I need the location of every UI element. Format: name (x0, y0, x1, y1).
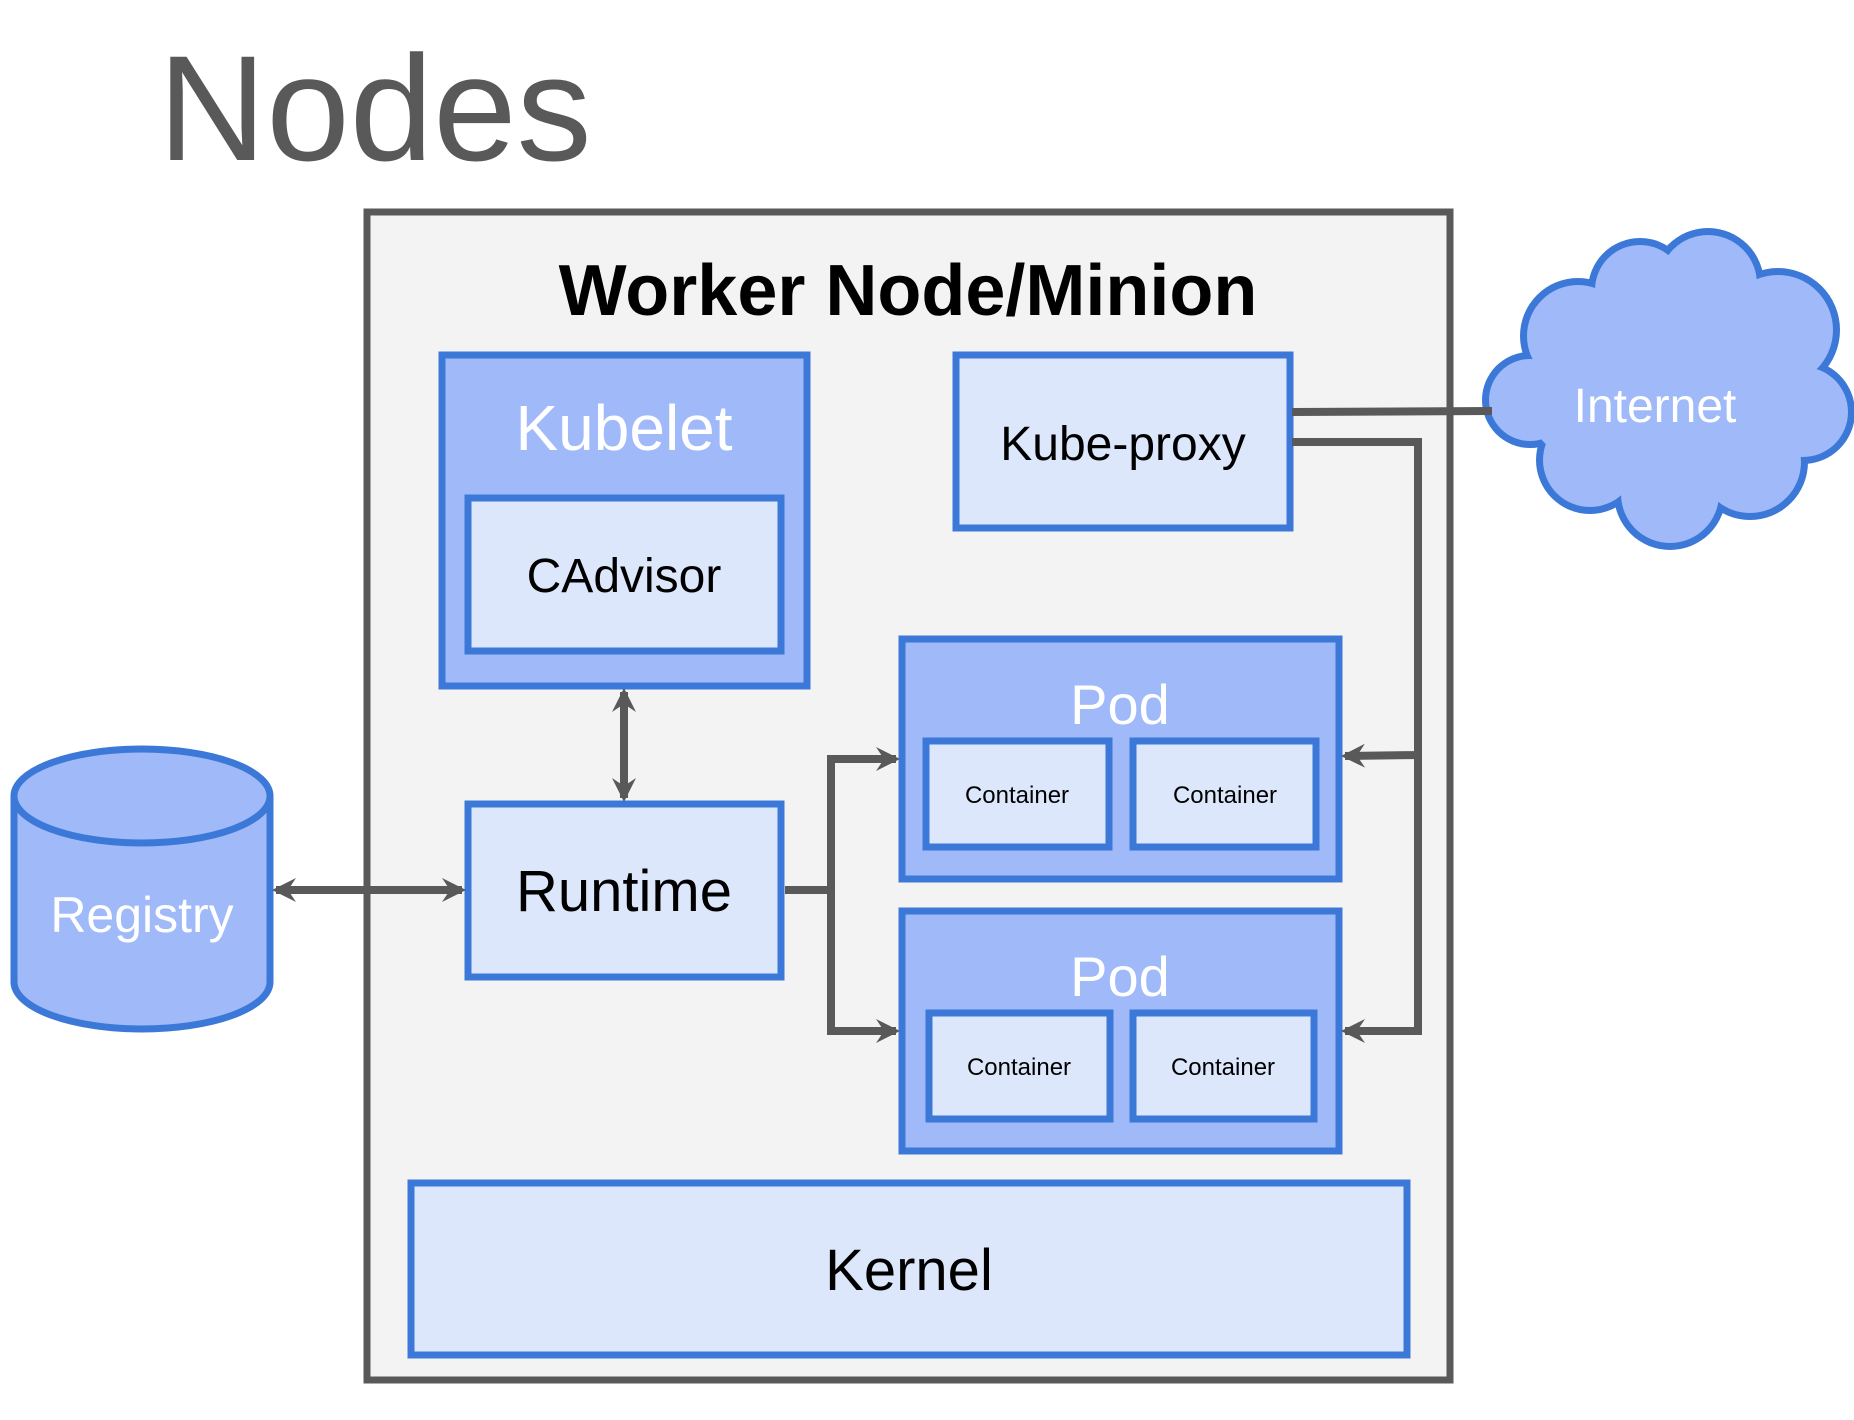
kube-proxy-box (952, 351, 1294, 532)
kernel-label: Kernel (825, 1238, 993, 1303)
container-label-2-2: Container (1171, 1054, 1275, 1081)
runtime-pod2-arrow (827, 890, 900, 1043)
container-label-1-1: Container (965, 782, 1069, 809)
kube-proxy-pod2-arrow (1341, 755, 1422, 1043)
kube-proxy-pod1-arrow (1292, 438, 1422, 768)
internet-label: Internet (1574, 380, 1737, 433)
container-box-2-1 (925, 1009, 1114, 1123)
container-box-1-2 (1129, 737, 1320, 851)
kubelet-label: Kubelet (515, 392, 732, 464)
runtime-label: Runtime (516, 859, 732, 924)
registry-label: Registry (50, 887, 233, 943)
container-label-2-1: Container (967, 1054, 1071, 1081)
kube-proxy-internet-line (1291, 407, 1493, 416)
container-label-1-2: Container (1173, 782, 1277, 809)
registry-cylinder (10, 745, 274, 1033)
kernel-box (407, 1179, 1411, 1359)
pod-label-1: Pod (1070, 673, 1170, 736)
page-title: Nodes (158, 24, 592, 192)
kube-proxy-label: Kube-proxy (1000, 418, 1245, 471)
cadvisor-box (464, 494, 785, 655)
container-box-1-1 (922, 737, 1113, 851)
runtime-box (464, 800, 785, 981)
runtime-pod1-arrow (785, 747, 900, 894)
internet-cloud (1482, 228, 1854, 550)
container-box-2-2 (1129, 1009, 1318, 1123)
pod-label-2: Pod (1070, 945, 1170, 1008)
cadvisor-label: CAdvisor (527, 550, 722, 603)
worker-node-title: Worker Node/Minion (559, 251, 1258, 331)
